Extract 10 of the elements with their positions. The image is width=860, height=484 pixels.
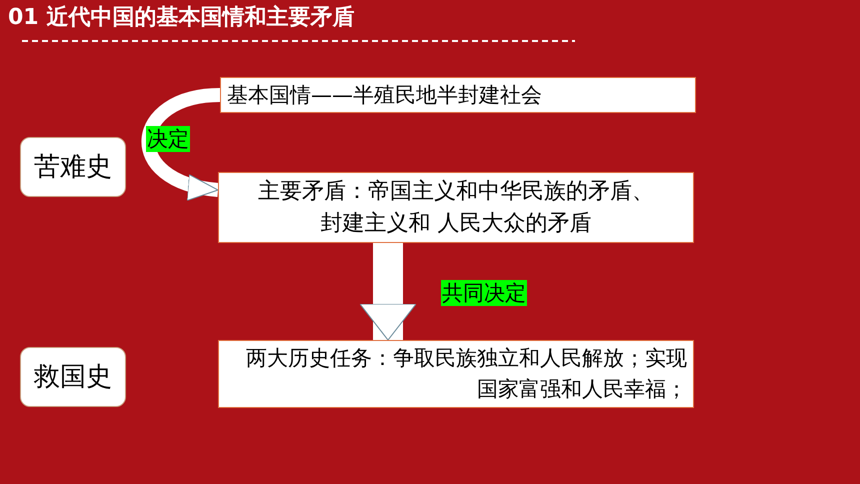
edge-label: 决定 — [146, 126, 190, 152]
text-box: 主要矛盾：帝国主义和中华民族的矛盾、封建主义和 人民大众的矛盾 — [218, 172, 694, 243]
edge-label: 共同决定 — [441, 280, 527, 306]
text-box: 两大历史任务：争取民族独立和人民解放；实现国家富强和人民幸福； — [218, 340, 694, 408]
block-arrow — [360, 243, 416, 340]
history-box: 救国史 — [20, 347, 126, 407]
slide-title: 01 近代中国的基本国情和主要矛盾 — [8, 4, 354, 32]
curved-arrow — [142, 88, 221, 199]
history-box: 苦难史 — [20, 137, 126, 197]
text-box: 基本国情——半殖民地半封建社会 — [220, 77, 696, 113]
